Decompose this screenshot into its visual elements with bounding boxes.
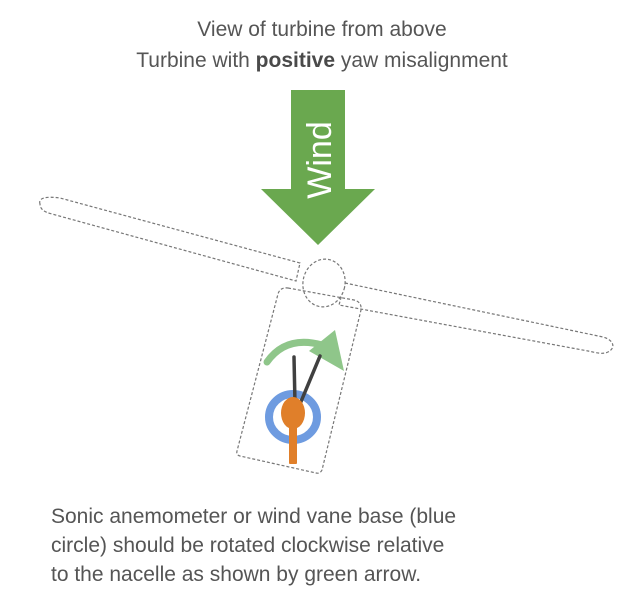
diagram-subtitle: Turbine with positive yaw misalignment <box>0 48 644 74</box>
diagram-title: View of turbine from above <box>197 18 447 41</box>
rotation-arrow-arc <box>263 338 326 366</box>
subtitle-emphasis: positive <box>255 49 336 72</box>
wind-arrow: Wind <box>261 90 375 245</box>
diagram-caption: Sonic anemometer or wind vane base (blue… <box>51 502 611 589</box>
turbine-nacelle <box>236 287 362 474</box>
caption-line-2: circle) should be rotated clockwise rela… <box>51 534 445 557</box>
caption-line-1: Sonic anemometer or wind vane base (blue <box>51 505 457 528</box>
wind-arrow-shape <box>261 90 375 245</box>
turbine-hub <box>302 258 346 308</box>
caption-line-3: to the nacelle as shown by green arrow. <box>51 563 422 586</box>
sensor-rod-right <box>298 354 322 406</box>
sensor-rods <box>292 354 322 406</box>
wind-vane-tail <box>289 420 297 464</box>
wind-arrow-label: Wind <box>301 121 339 198</box>
turbine-blades <box>39 196 614 354</box>
turbine-blade-left <box>39 196 301 282</box>
subtitle-prefix: Turbine with <box>136 49 256 72</box>
wind-vane-body <box>281 397 305 429</box>
clockwise-rotation-arrow <box>263 330 344 371</box>
wind-vane <box>281 397 305 464</box>
sensor-rod-left <box>292 355 297 406</box>
subtitle-suffix: yaw misalignment <box>335 49 508 72</box>
turbine-blade-right <box>338 282 614 354</box>
rotation-arrow-head <box>309 330 344 371</box>
